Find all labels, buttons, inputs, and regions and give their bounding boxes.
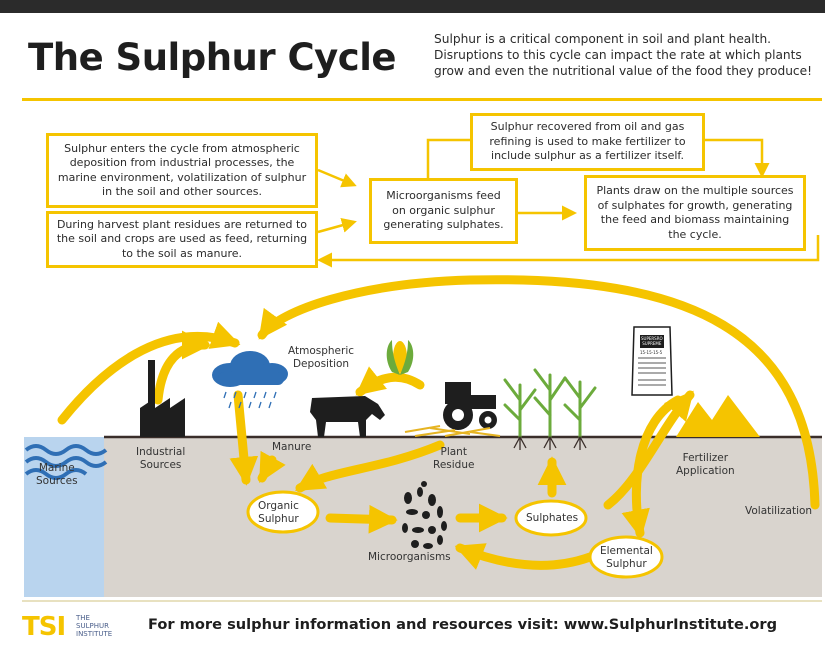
flow-box-atmospheric-entry: Sulphur enters the cycle from atmospheri…	[46, 133, 318, 208]
flow-box-harvest: During harvest plant residues are return…	[46, 211, 318, 268]
fertilizer-bag-grade: 15-15-15-5	[640, 350, 663, 355]
page-title: The Sulphur Cycle	[28, 36, 397, 79]
label-atmospheric-deposition: Atmospheric Deposition	[288, 345, 355, 370]
label-volatilization: Volatilization	[745, 505, 813, 517]
flow-box-plants: Plants draw on the multiple sources of s…	[584, 175, 806, 251]
fertilizer-bag-icon	[631, 326, 673, 396]
flow-box-recovered-sulphur: Sulphur recovered from oil and gas refin…	[470, 113, 705, 171]
sulphates-oval	[514, 499, 588, 537]
label-microorganisms: Microorganisms	[368, 551, 451, 563]
crops-icon	[503, 368, 597, 439]
sulphur-pile-icon	[676, 395, 760, 437]
corn-icon	[386, 340, 414, 375]
label-sulphates: Sulphates	[526, 512, 579, 524]
plant-residue-icon	[404, 425, 501, 437]
label-marine-sources: Marine Sources	[36, 462, 78, 487]
flow-connectors	[317, 138, 820, 268]
tsi-logo-letters: TSI	[22, 612, 66, 642]
label-organic-sulphur: Organic Sulphur	[258, 500, 299, 525]
flow-box-microorganisms: Microorganisms feed on organic sulphur g…	[369, 178, 518, 244]
cow-icon	[310, 396, 385, 437]
top-bar	[0, 0, 825, 13]
label-plant-residue: Plant Residue	[433, 446, 475, 471]
rain-cloud-icon	[212, 351, 288, 409]
cycle-arrows	[57, 275, 820, 570]
label-industrial-sources: Industrial Sources	[136, 446, 186, 471]
header-divider	[22, 98, 822, 101]
fertilizer-bag-brand: SUPERSRO SUPREME	[641, 336, 663, 346]
sea-area	[24, 437, 104, 597]
label-fertilizer-application: Fertilizer Application	[676, 452, 735, 477]
label-elemental-sulphur: Elemental Sulphur	[600, 545, 653, 570]
tractor-icon	[443, 382, 497, 430]
tsi-logo-name: THE SULPHUR INSTITUTE	[76, 614, 113, 638]
tsi-logo: TSI THE SULPHUR INSTITUTE	[22, 612, 132, 642]
organic-sulphur-oval	[246, 490, 320, 534]
elemental-sulphur-oval	[588, 535, 664, 579]
microorganisms-icon	[402, 481, 447, 549]
factory-icon	[140, 360, 185, 437]
roots-icon	[513, 435, 587, 450]
intro-text: Sulphur is a critical component in soil …	[434, 32, 813, 78]
label-manure: Manure	[272, 441, 312, 453]
wave-icon	[24, 444, 108, 480]
footer-divider	[22, 600, 822, 602]
footer-text: For more sulphur information and resourc…	[148, 616, 778, 633]
